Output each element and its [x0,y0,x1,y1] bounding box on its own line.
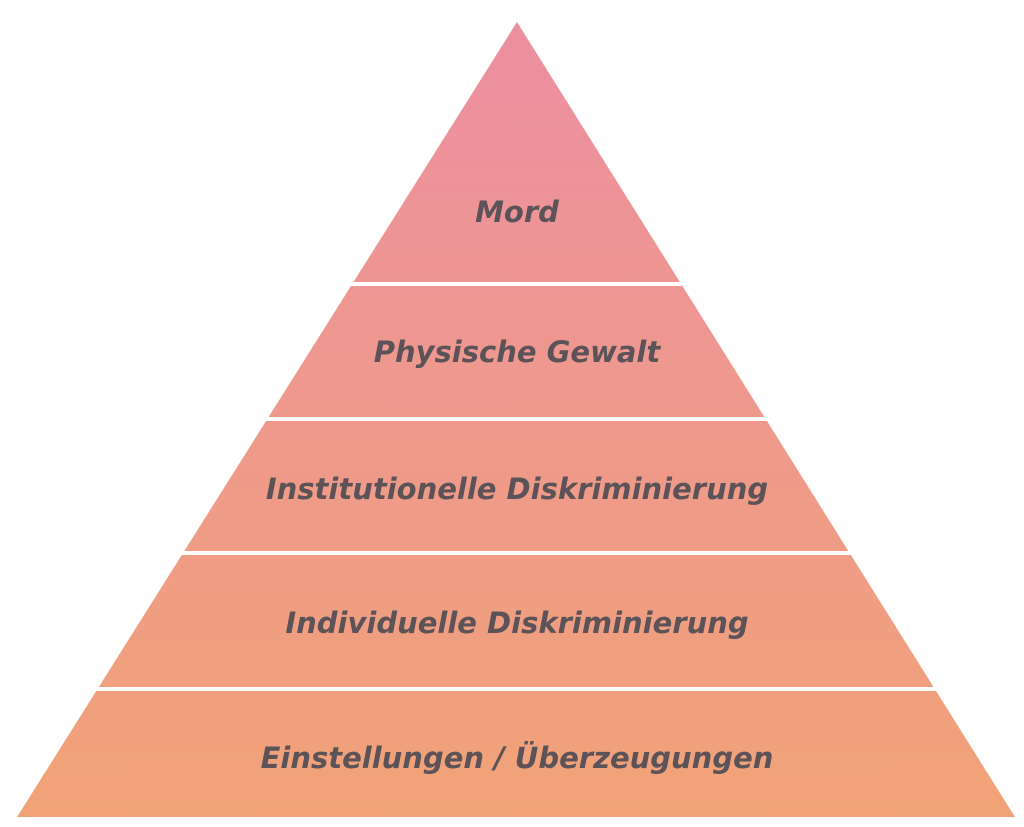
level-label-attitudes-beliefs: Einstellungen / Überzeugungen [261,741,774,775]
level-label-murder: Mord [475,195,559,229]
level-label-physical-violence: Physische Gewalt [374,335,662,369]
level-label-institutional-discrimination: Institutionelle Diskriminierung [266,472,768,506]
level-label-individual-discrimination: Individuelle Diskriminierung [285,606,748,640]
